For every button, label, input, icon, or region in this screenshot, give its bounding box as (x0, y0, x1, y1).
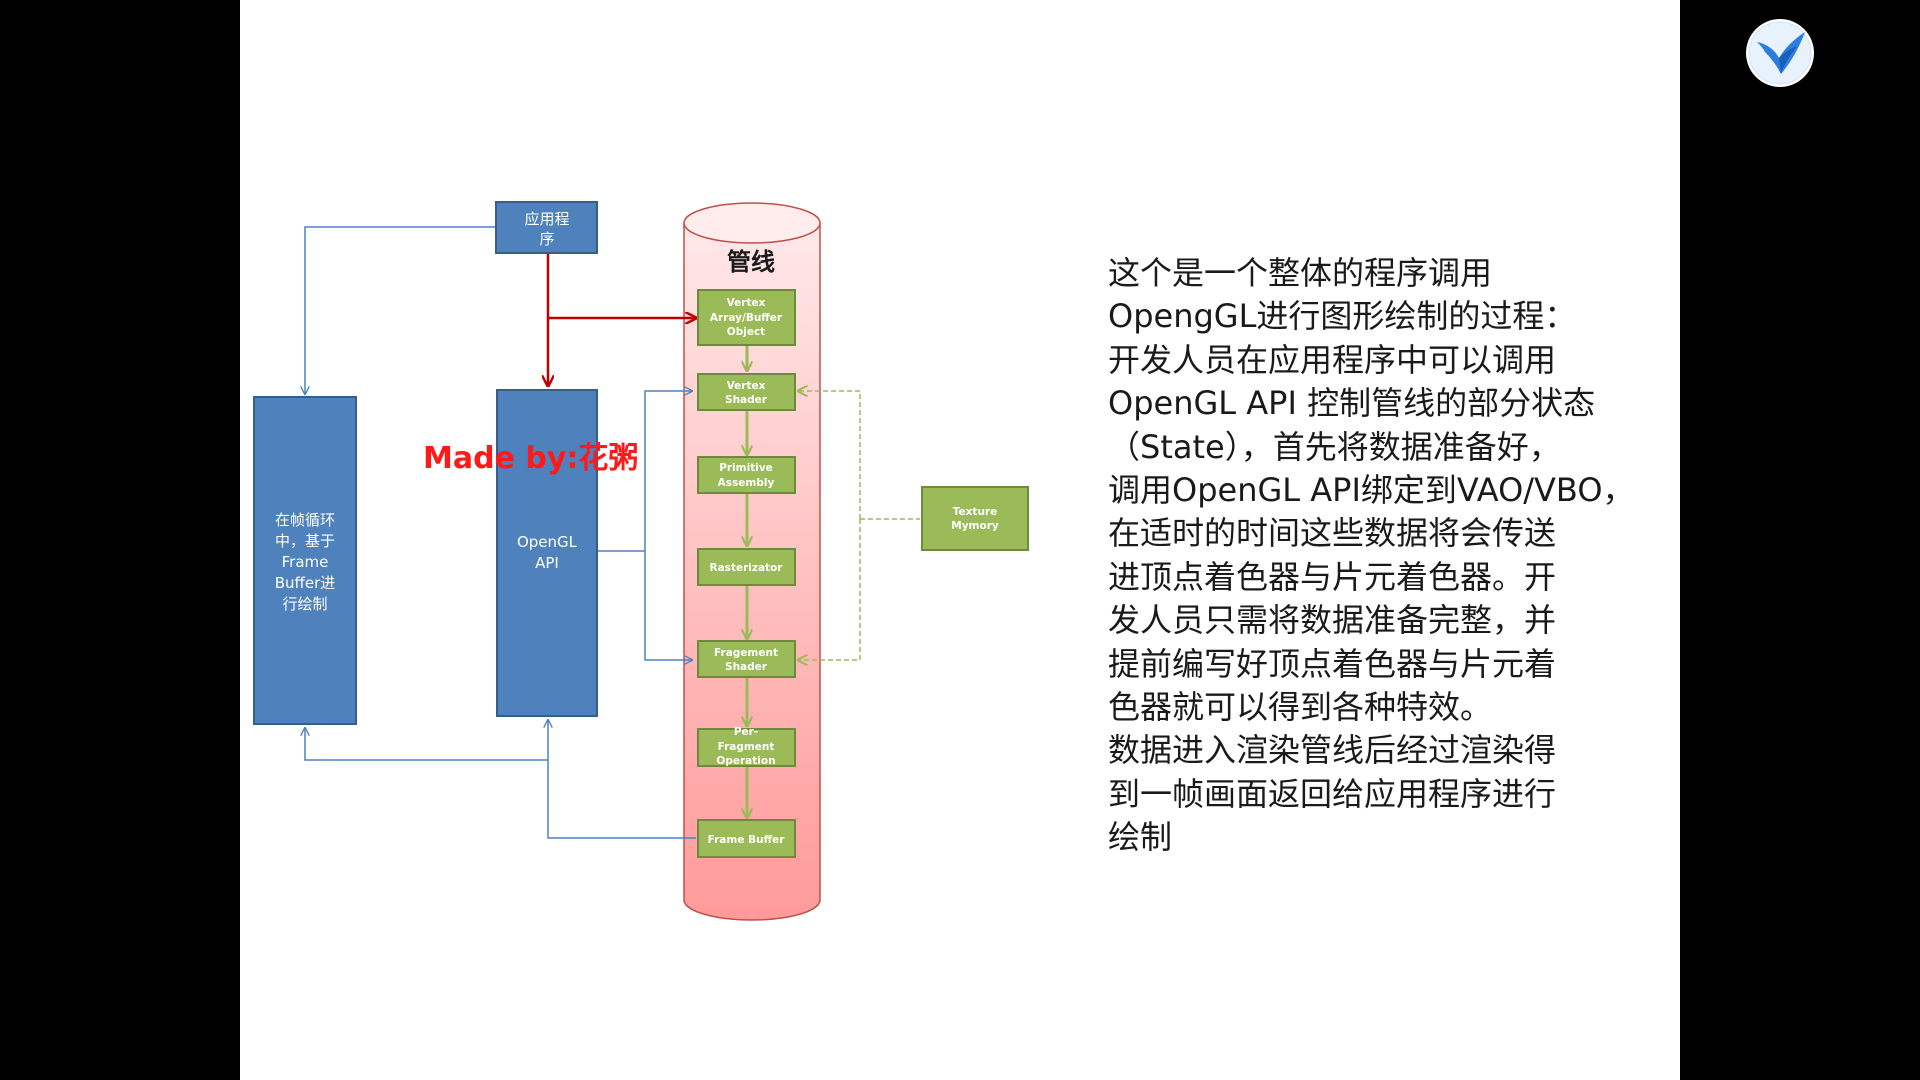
stage-vertex-shader: Vertex Shader (697, 373, 796, 411)
texture-node-label: Texture (953, 506, 997, 518)
app-node-label: 应用程 (524, 210, 569, 228)
stage-label: Object (727, 326, 765, 338)
bird-logo-icon[interactable] (1745, 18, 1815, 88)
description-text: 这个是一个整体的程序调用 OpengGL进行图形绘制的过程： 开发人员在应用程序… (1108, 252, 1638, 860)
app-node-label: 序 (539, 230, 554, 248)
app-to-left-connector (305, 226, 496, 394)
api-node: OpenGL API (496, 389, 598, 717)
left-node-label: 在帧循环 (275, 511, 335, 529)
watermark-text: Made by:花粥 (423, 441, 639, 476)
stage-label: Fragment (718, 741, 775, 753)
stage-label: Operation (716, 755, 775, 767)
description-line: OpengGL进行图形绘制的过程： (1108, 297, 1577, 336)
stage-label: Frame Buffer (708, 834, 786, 846)
description-line: 开发人员在应用程序中可以调用 (1108, 340, 1557, 379)
stage-label: Assembly (718, 477, 775, 489)
texture-connectors (798, 391, 920, 660)
left-node-label: Frame (282, 553, 329, 571)
stage-fragment-shader: Fragement Shader (697, 640, 796, 678)
stage-label: Array/Buffer (710, 312, 783, 324)
description-line: 发人员只需将数据准备完整，并 (1108, 601, 1557, 640)
stage-frame-buffer: Frame Buffer (697, 819, 796, 858)
stage-label: Vertex (727, 380, 766, 392)
api-to-fragment-shader-connector (644, 551, 692, 660)
description-line: （State），首先将数据准备好， (1108, 427, 1561, 466)
stage-label: Shader (725, 661, 768, 673)
stage-label: Vertex (727, 297, 766, 309)
stage-per-fragment: Per- Fragment Operation (697, 726, 796, 767)
api-to-left-return-connector (305, 728, 548, 761)
texture-to-fragment-shader-connector (798, 519, 861, 660)
stage-vao: Vertex Array/Buffer Object (697, 289, 796, 346)
description-line: 调用OpenGL API绑定到VAO/VBO， (1108, 471, 1635, 510)
stage-label: Fragement (714, 647, 778, 659)
stage-label: Primitive (719, 462, 773, 474)
description-line: OpenGL API 控制管线的部分状态 (1108, 384, 1596, 423)
red-connectors (548, 253, 696, 386)
pipeline-diagram: 管线 (253, 201, 1029, 921)
stage-label: Per- (734, 726, 758, 738)
stage-label: Rasterizator (710, 562, 784, 574)
description-line: 数据进入渲染管线后经过渲染得 (1108, 731, 1557, 770)
texture-node-label: Mymory (951, 520, 999, 532)
description-line: 提前编写好顶点着色器与片元着 (1108, 644, 1557, 683)
texture-node: Texture Mymory (921, 486, 1029, 551)
description-line: 色器就可以得到各种特效。 (1108, 688, 1493, 727)
api-to-vertex-shader-connector (596, 391, 692, 552)
frame-buffer-return-connector (548, 720, 696, 839)
stage-primitive-assembly: Primitive Assembly (697, 456, 796, 494)
description-line: 到一帧画面返回给应用程序进行 (1108, 774, 1557, 813)
stage-rasterizator: Rasterizator (697, 548, 796, 586)
left-node-label: 中，基于 (275, 532, 335, 550)
blue-connectors (305, 226, 696, 839)
stage-label: Shader (725, 394, 768, 406)
slide: 管线 (240, 0, 1680, 1080)
api-node-label: API (535, 554, 559, 572)
description-line: 绘制 (1108, 818, 1173, 857)
pipeline-title: 管线 (727, 248, 775, 276)
description-line: 进顶点着色器与片元着色器。开 (1108, 557, 1557, 596)
left-node: 在帧循环 中，基于 Frame Buffer进 行绘制 (253, 396, 357, 725)
description-line: 在适时的时间这些数据将会传送 (1108, 514, 1557, 553)
api-node-label: OpenGL (517, 533, 578, 551)
left-node-label: Buffer进 (275, 574, 336, 592)
left-node-label: 行绘制 (282, 595, 327, 613)
description-line: 这个是一个整体的程序调用 (1108, 254, 1493, 292)
texture-to-vertex-shader-connector (798, 391, 861, 519)
app-node: 应用程 序 (495, 201, 598, 254)
